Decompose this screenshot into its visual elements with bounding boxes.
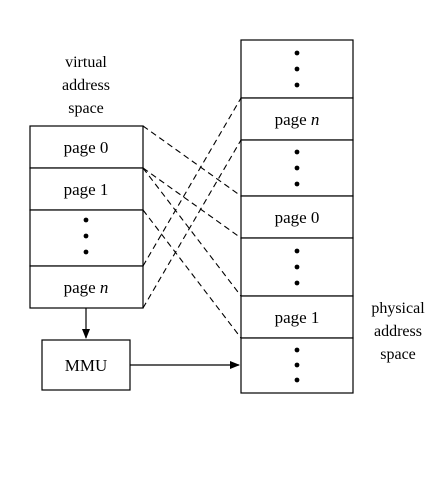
physical-slot-3-dot-1 (294, 149, 300, 155)
mmu-box (41, 339, 131, 391)
virtual-caption-line-3: space (68, 100, 104, 117)
physical-page-1-box (240, 295, 354, 339)
map-page-1-top (142, 167, 242, 297)
physical-page-0-label: page 0 (275, 208, 320, 227)
physical-page-1-label: page 1 (275, 308, 320, 327)
map-page-n-top (142, 97, 242, 267)
virtual-page-1-box (29, 167, 144, 211)
mmu-label: MMU (65, 356, 108, 375)
virtual-ellipsis-dot-1 (83, 217, 89, 223)
physical-slot-5-dot-1 (294, 248, 300, 254)
physical-page-n-label: page n (275, 110, 320, 129)
virtual-page-0-box (29, 125, 144, 169)
physical-caption-line-3: space (380, 346, 416, 363)
physical-slot-3-dot-2 (294, 165, 300, 171)
virtual-page-0-label: page 0 (64, 138, 109, 157)
physical-slot-1-dot-2 (294, 66, 300, 72)
map-page-1-bottom (142, 209, 242, 339)
physical-slot-5-dot-2 (294, 264, 300, 270)
virtual-page-n-label-text: page n (64, 278, 109, 297)
virtual-page-1-label: page 1 (64, 180, 109, 199)
map-page-n-bottom (142, 139, 242, 309)
physical-address-space: page n page 0 page 1 (240, 39, 354, 394)
map-page-0-bottom (142, 167, 242, 239)
physical-slot-7-dot-3 (294, 377, 300, 383)
virtual-caption-line-2: address (62, 77, 110, 94)
virtual-ellipsis-dot-3 (83, 249, 89, 255)
virtual-caption-line-1: virtual (65, 54, 107, 71)
physical-slot-5-dot-3 (294, 280, 300, 286)
physical-caption-line-1: physical (371, 300, 425, 317)
physical-page-n-box (240, 97, 354, 141)
physical-caption-line-2: address (374, 323, 422, 340)
map-page-0-top (142, 125, 242, 197)
physical-page-n-label-text: page n (275, 110, 320, 129)
physical-slot-7-dot-2 (294, 362, 300, 368)
physical-slot-7-dot-1 (294, 347, 300, 353)
virtual-ellipsis-dot-2 (83, 233, 89, 239)
virtual-page-n-box (29, 265, 144, 309)
physical-slot-1-dot-3 (294, 82, 300, 88)
physical-slot-1-dot-1 (294, 50, 300, 56)
virtual-page-n-label: page n (64, 278, 109, 297)
page-mapping-lines (142, 97, 242, 339)
virtual-address-space: page 0 page 1 page n (29, 125, 144, 309)
physical-slot-3-dot-3 (294, 181, 300, 187)
